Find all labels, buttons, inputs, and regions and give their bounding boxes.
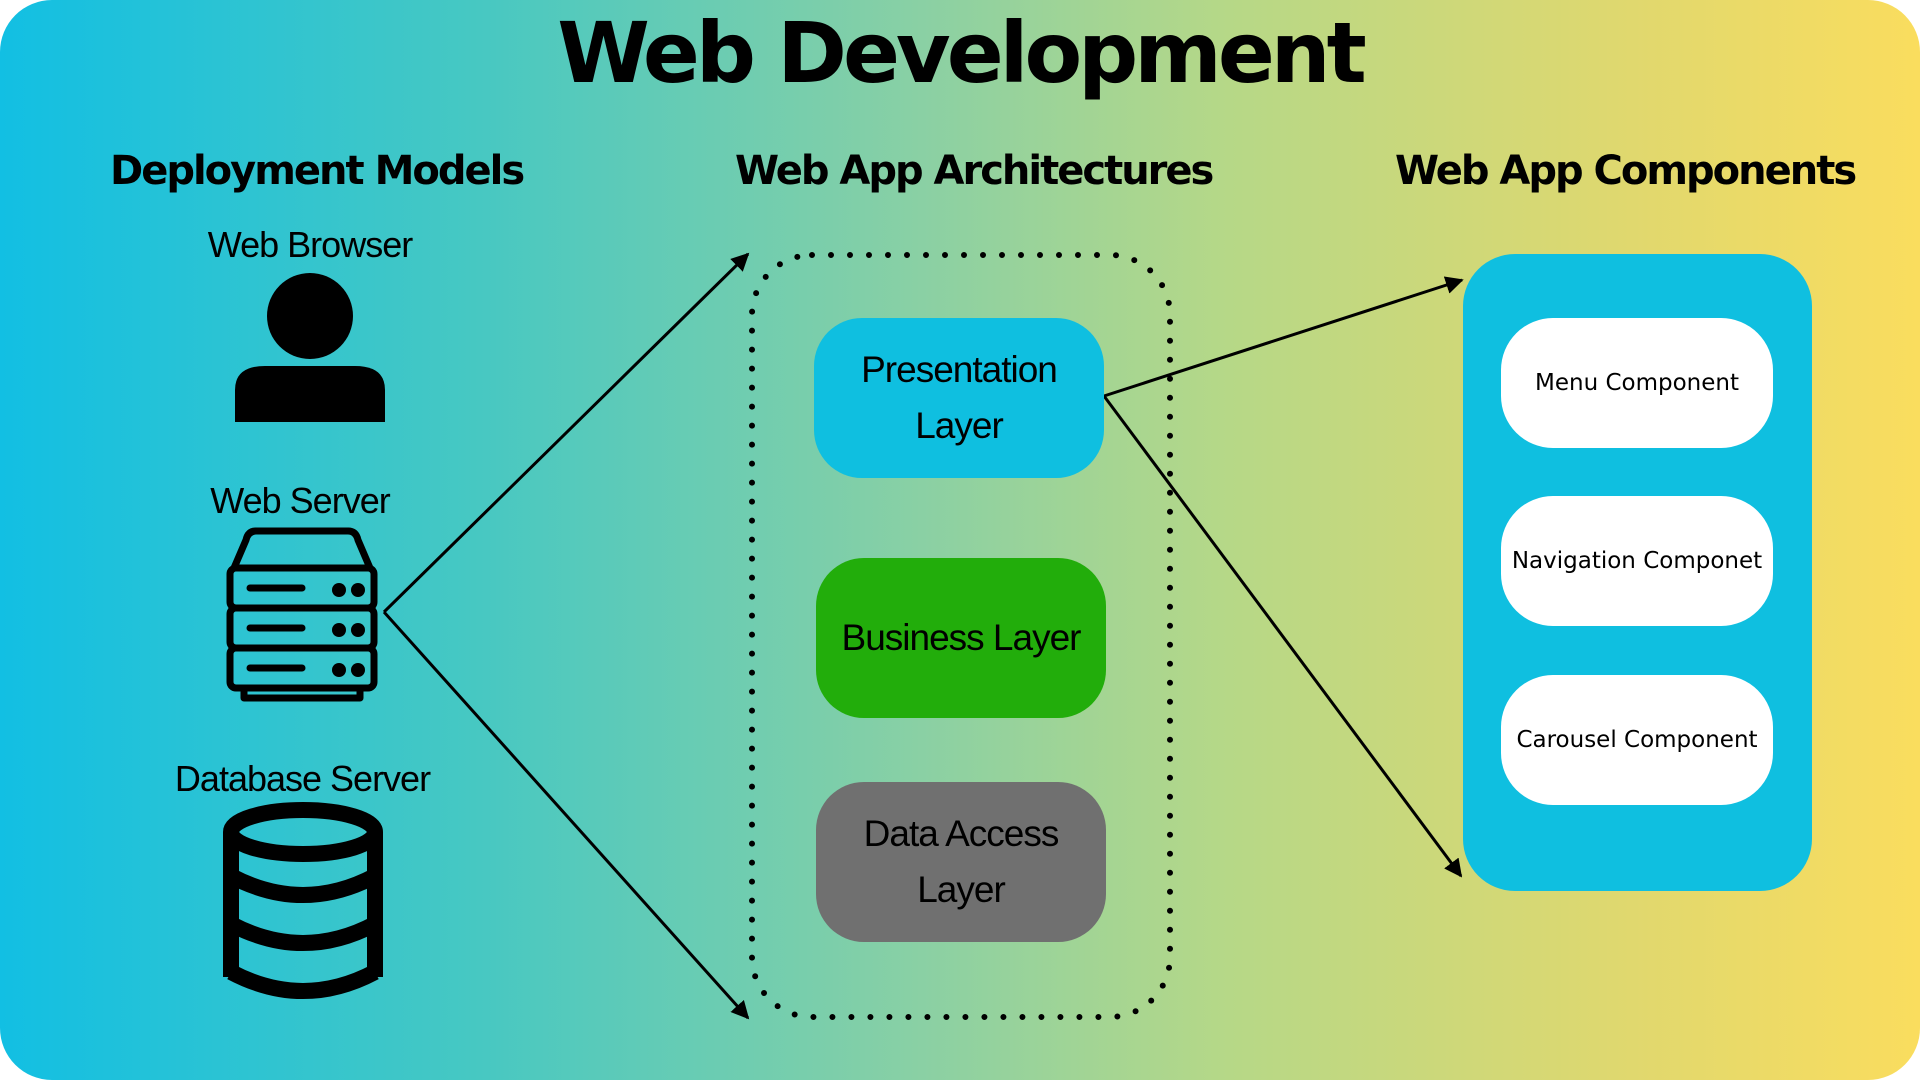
business-layer: Business Layer	[816, 558, 1106, 718]
navigation-component: Navigation Componet	[1501, 496, 1773, 626]
database-server-label: Database Server	[174, 758, 431, 799]
deployment-models-heading: Deployment Models	[110, 148, 525, 194]
web-app-architectures-heading: Web App Architectures	[735, 148, 1214, 194]
web-app-components-heading: Web App Components	[1395, 148, 1857, 194]
user-icon	[235, 273, 385, 422]
data-access-layer: Data Access Layer	[816, 782, 1106, 942]
carousel-component: Carousel Component	[1501, 675, 1773, 805]
architecture-boundary	[749, 252, 1173, 1020]
arrow-server-to-architecture-top	[382, 252, 750, 614]
arrow-server-to-architecture-bottom	[382, 610, 750, 1020]
arrow-presentation-to-components-bottom	[1102, 395, 1463, 878]
presentation-layer: Presentation Layer	[814, 318, 1104, 478]
arrow-presentation-to-components-top	[1103, 276, 1464, 398]
server-icon	[226, 527, 378, 702]
menu-component: Menu Component	[1501, 318, 1773, 448]
web-browser-label: Web Browser	[207, 224, 413, 265]
web-server-label: Web Server	[210, 480, 390, 521]
database-icon	[223, 802, 383, 999]
page-title: Web Development	[557, 4, 1367, 102]
